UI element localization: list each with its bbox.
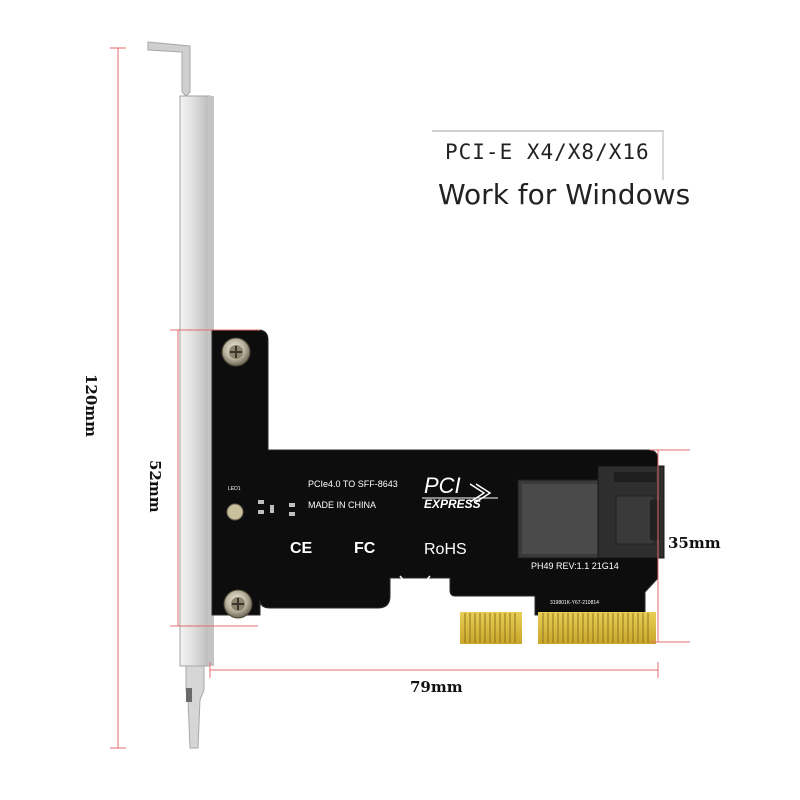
dimension-bracket-height: 52mm [146,460,164,513]
heading-compatibility: Work for Windows [438,178,691,211]
gold-fingers [460,612,656,644]
heading-frame [432,130,664,180]
part-number-text: PH49 REV:1.1 21G14 [531,561,619,571]
pci-logo-text: PCI [424,473,461,498]
rohs-mark: RoHS [424,541,467,558]
top-screw-icon [221,337,251,367]
board-model-text: PCIe4.0 TO SFF-8643 [308,479,398,489]
dimension-card-width: 79mm [410,678,463,696]
board-origin-text: MADE IN CHINA [308,500,377,510]
sff8643-connector [517,465,665,559]
serial-text: 319801K-Y67-210814 [550,600,599,606]
bottom-screw-icon [223,589,253,619]
express-logo-text: EXPRESS [424,497,481,511]
dimension-connector-height: 35mm [668,534,721,552]
pci-express-logo-icon [422,483,498,503]
led-label: LED1 [228,486,241,492]
ce-mark: CE [290,540,313,557]
metal-bracket [147,41,214,749]
dimension-lines [110,47,690,749]
dimension-total-height: 120mm [82,374,100,438]
weee-bin-icon [399,575,431,613]
fc-mark: FC [354,540,376,557]
heading-interface: PCI-E X4/X8/X16 [445,140,650,164]
led-component [226,500,295,521]
